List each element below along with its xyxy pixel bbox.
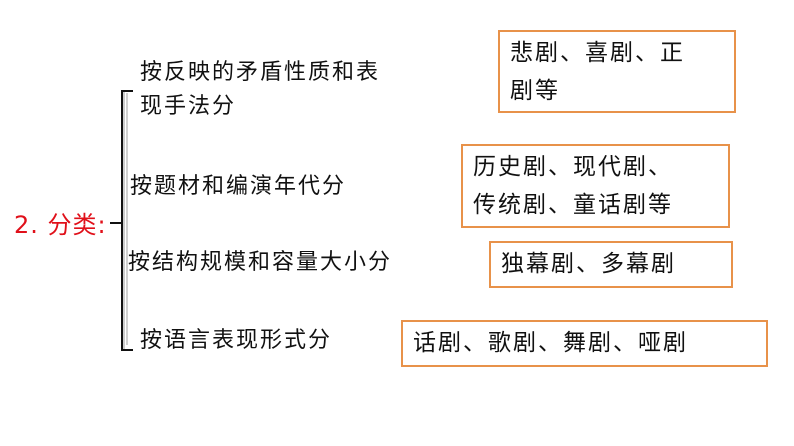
examples-1-line1: 悲剧、喜剧、正	[510, 40, 685, 66]
examples-box-3: 独幕剧、多幕剧	[489, 241, 733, 288]
classification-bracket	[121, 90, 133, 351]
examples-box-1: 悲剧、喜剧、正 剧等	[498, 30, 736, 113]
section-title: 2. 分类:	[14, 211, 107, 239]
examples-4-line1: 话剧、歌剧、舞剧、哑剧	[413, 330, 688, 356]
examples-2-line2: 传统剧、童话剧等	[473, 192, 673, 218]
examples-box-2: 历史剧、现代剧、 传统剧、童话剧等	[461, 144, 730, 228]
examples-2-line1: 历史剧、现代剧、	[473, 154, 673, 180]
examples-3-line1: 独幕剧、多幕剧	[501, 251, 676, 277]
category-label-1-line2: 现手法分	[140, 94, 237, 119]
category-label-1-line1: 按反映的矛盾性质和表	[140, 60, 381, 85]
category-label-4: 按语言表现形式分	[140, 328, 333, 353]
category-label-2: 按题材和编演年代分	[130, 174, 347, 199]
bracket-connector	[110, 222, 122, 224]
category-label-3: 按结构规模和容量大小分	[128, 250, 393, 275]
examples-box-4: 话剧、歌剧、舞剧、哑剧	[401, 320, 768, 367]
bracket-shadow	[126, 93, 128, 345]
examples-1-line2: 剧等	[510, 78, 560, 104]
category-label-1: 按反映的矛盾性质和表 现手法分	[140, 56, 380, 124]
